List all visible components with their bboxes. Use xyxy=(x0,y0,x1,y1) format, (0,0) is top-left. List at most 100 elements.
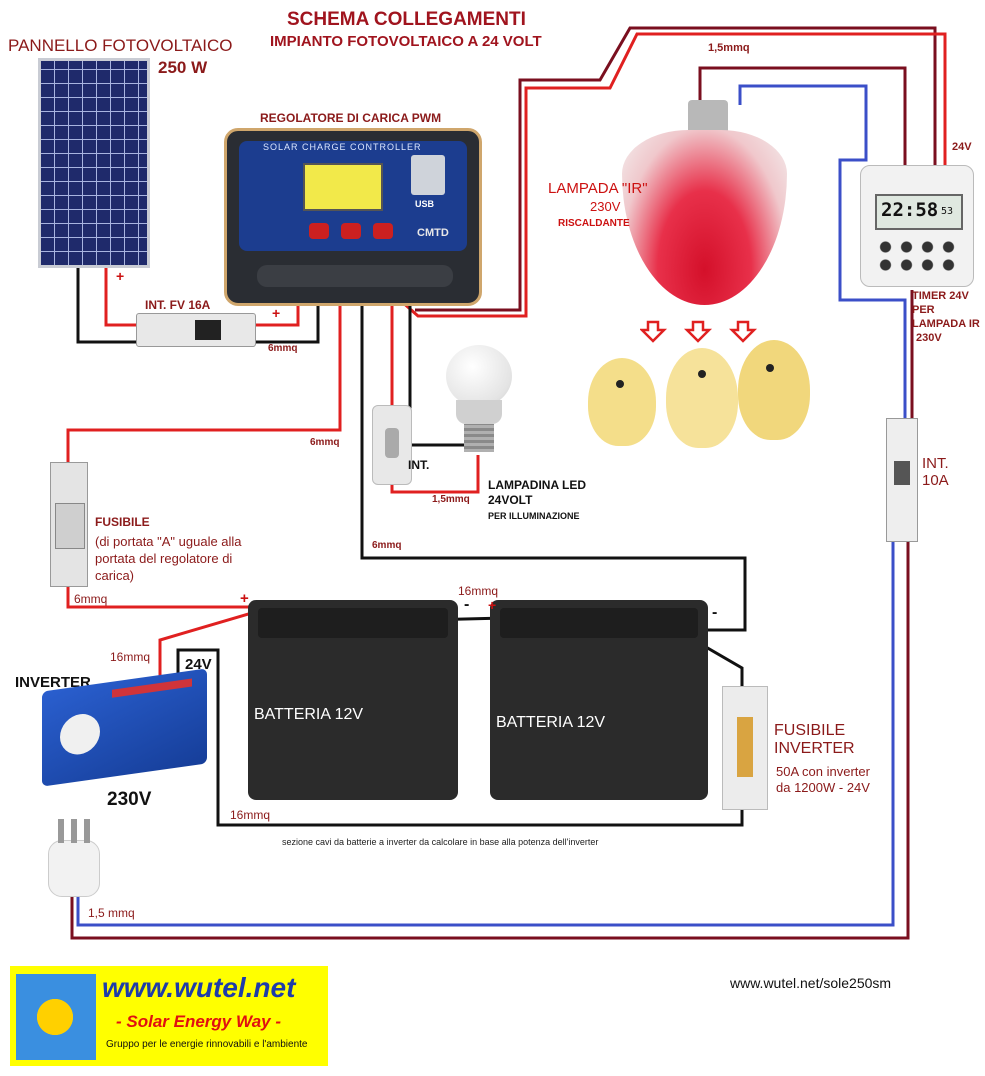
usb-port-icon xyxy=(411,155,445,195)
battery-2-image: BATTERIA 12V xyxy=(490,600,708,800)
inverter-fuse-image xyxy=(722,686,768,810)
wire-label-inverter-neg: 16mmq xyxy=(230,808,271,822)
usb-label: USB xyxy=(415,199,435,209)
ir-lamp-desc: RISCALDANTE xyxy=(558,218,630,229)
logo-tagline: Gruppo per le energie rinnovabili e l'am… xyxy=(106,1039,308,1050)
wire-plug-blue xyxy=(76,540,895,927)
controller-terminals xyxy=(257,265,453,287)
controller-label: REGOLATORE DI CARICA PWM xyxy=(260,111,442,125)
wire-switch-led xyxy=(390,455,480,494)
plug-image xyxy=(48,819,100,897)
timer-label-1: TIMER 24V xyxy=(912,290,969,302)
timer-buttons[interactable] xyxy=(875,238,959,274)
pv-switch-label: INT. FV 16A xyxy=(145,298,211,312)
inverter-fuse-desc-2: da 1200W - 24V xyxy=(776,780,870,795)
title-line-2: IMPIANTO FOTOVOLTAICO A 24 VOLT xyxy=(270,33,542,50)
timer-label-4: 230V xyxy=(916,332,942,344)
sun-logo-icon xyxy=(16,974,96,1060)
led-label-3: PER ILLUMINAZIONE xyxy=(488,511,580,521)
breaker-label-2: 10A xyxy=(922,472,949,489)
wall-switch-image[interactable] xyxy=(372,405,412,485)
inverter-out-voltage: 230V xyxy=(107,789,152,810)
source-url[interactable]: www.wutel.net/sole250sm xyxy=(730,975,892,991)
timer-label-2: PER xyxy=(912,304,935,316)
controller-button-up[interactable] xyxy=(341,223,361,239)
timer-label-3: LAMPADA IR xyxy=(912,318,980,330)
logo-slogan: - Solar Energy Way - xyxy=(116,1012,282,1031)
ir-lamp-voltage: 230V xyxy=(590,199,621,214)
switch-label: INT. xyxy=(408,458,430,472)
battery-link-minus-sign: - xyxy=(464,596,470,613)
controller-button-down[interactable] xyxy=(373,223,393,239)
charge-controller-image: SOLAR CHARGE CONTROLLER USB CMTD xyxy=(224,128,482,306)
breaker-label-1: INT. xyxy=(922,455,949,472)
pv-switch-image xyxy=(136,313,256,347)
inverter-in-voltage: 24V xyxy=(185,656,212,673)
wire-label-ir-lamp: 1,5mmq xyxy=(708,42,750,54)
timer-display-sec: 53 xyxy=(941,206,954,217)
led-label-1: LAMPADINA LED xyxy=(488,478,586,492)
wire-switch-to-controller xyxy=(250,305,300,327)
wire-label-fuse-battery: 6mmq xyxy=(74,592,108,606)
led-label-2: 24VOLT xyxy=(488,493,533,507)
wire-inverter-neg xyxy=(176,648,744,827)
wire-controller-battery-neg xyxy=(360,305,747,632)
battery-link-plus-sign: + xyxy=(488,597,497,613)
wire-fuse-battery xyxy=(66,585,265,609)
fuse-label: FUSIBILE xyxy=(95,515,150,529)
pv-switch-plus-sign: + xyxy=(272,305,281,321)
socket-icon xyxy=(60,711,100,758)
breaker-10a-image xyxy=(886,418,918,542)
timer-display: 22:58 xyxy=(881,199,939,221)
ir-lamp-socket xyxy=(688,100,728,134)
wire-label-load: 6mmq xyxy=(372,540,402,551)
wire-label-inverter-pos: 16mmq xyxy=(110,650,151,664)
controller-brand: CMTD xyxy=(417,227,449,239)
controller-screen-title: SOLAR CHARGE CONTROLLER xyxy=(263,142,422,152)
digital-timer-image: 22:58 53 xyxy=(860,165,974,287)
wire-label-controller-fuse: 6mmq xyxy=(310,437,340,448)
wire-timer-to-lamp xyxy=(698,66,907,165)
fuse-desc-3: carica) xyxy=(95,568,135,583)
battery-2-label: BATTERIA 12V xyxy=(496,714,606,731)
heat-arrows xyxy=(640,320,758,343)
panel-power: 250 W xyxy=(158,58,208,77)
heat-arrow-icon xyxy=(640,320,758,343)
fuse-desc-1: (di portata "A" uguale alla xyxy=(95,534,242,549)
wire-ir-lamp-red xyxy=(399,32,947,318)
wire-label-led: 1,5mmq xyxy=(432,494,470,505)
led-bulb-base xyxy=(456,400,502,424)
wire-plug-dark xyxy=(70,540,910,940)
led-bulb-image xyxy=(446,345,512,407)
panel-label: PANNELLO FOTOVOLTAICO xyxy=(8,36,233,55)
battery-minus-sign: - xyxy=(712,604,718,621)
logo-site: www.wutel.net xyxy=(102,972,296,1003)
inverter-fuse-label-2: INVERTER xyxy=(774,740,855,757)
led-bulb-socket xyxy=(464,424,494,452)
wutel-logo: www.wutel.net - Solar Energy Way - Grupp… xyxy=(10,966,328,1066)
fuse-holder-image xyxy=(50,462,88,587)
title-line-1: SCHEMA COLLEGAMENTI xyxy=(287,9,526,30)
wire-label-plug: 1,5 mmq xyxy=(88,906,135,920)
ir-lamp-label: LAMPADA "IR" xyxy=(548,180,648,197)
wire-label-pv: 6mmq xyxy=(268,343,298,354)
chicks-image xyxy=(588,340,813,475)
panel-plus-sign: + xyxy=(116,268,125,284)
controller-button-menu[interactable] xyxy=(309,223,329,239)
wire-ir-lamp-phase xyxy=(415,26,937,312)
solar-panel-image xyxy=(38,58,150,268)
inverter-fuse-label-1: FUSIBILE xyxy=(774,722,846,739)
timer-voltage: 24V xyxy=(952,141,972,153)
controller-lcd xyxy=(303,163,383,211)
wire-inverter-pos xyxy=(158,605,273,680)
wire-neutral-blue xyxy=(738,84,907,420)
wire-controller-fuse xyxy=(66,305,342,462)
cable-section-note: sezione cavi da batterie a inverter da c… xyxy=(282,837,599,847)
battery-1-label: BATTERIA 12V xyxy=(254,706,364,723)
inverter-fuse-desc-1: 50A con inverter xyxy=(776,764,870,779)
battery-1-image: BATTERIA 12V xyxy=(248,600,458,800)
fuse-desc-2: portata del regolatore di xyxy=(95,551,233,566)
wire-label-battery-link: 16mmq xyxy=(458,584,499,598)
battery-plus-sign: + xyxy=(240,590,249,607)
